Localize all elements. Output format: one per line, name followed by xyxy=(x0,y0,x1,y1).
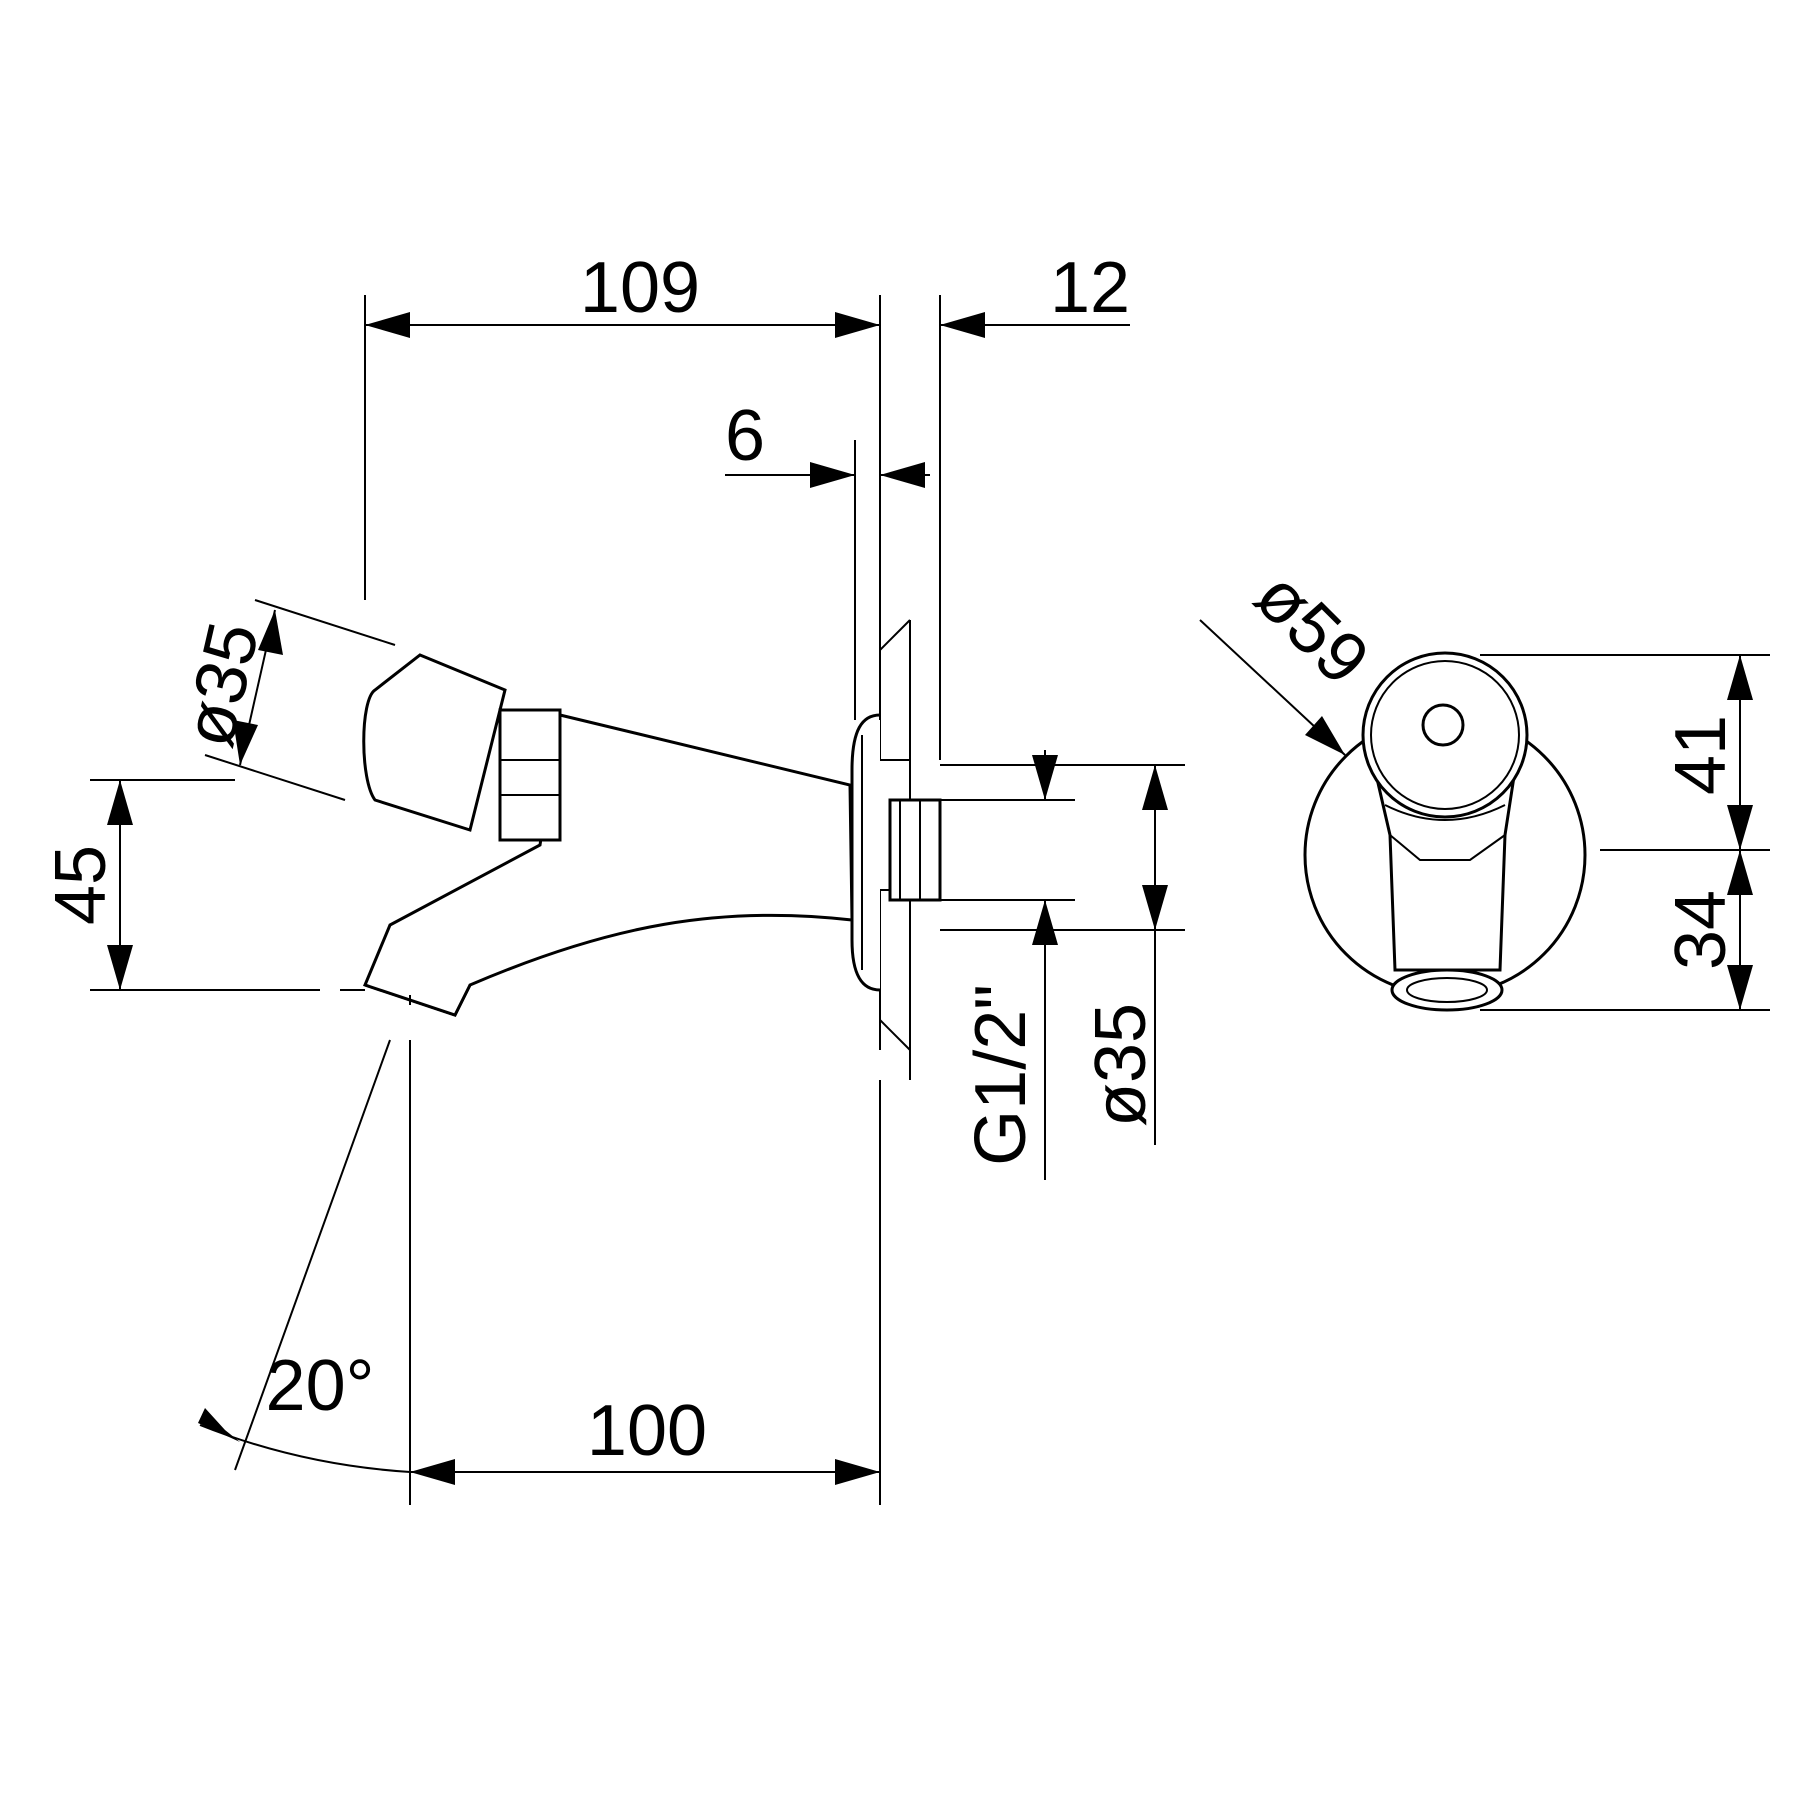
dim-label-angle: 20° xyxy=(266,1346,375,1426)
arrowhead xyxy=(1727,850,1753,895)
spray-inclined-line xyxy=(234,1039,391,1471)
dim-label-41: 41 xyxy=(1661,715,1741,795)
arrowhead xyxy=(1727,965,1753,1010)
dim-label-6: 6 xyxy=(725,396,765,476)
arrowhead xyxy=(107,780,133,825)
spout-tip xyxy=(364,983,472,1017)
push-button xyxy=(362,653,507,832)
arrowhead xyxy=(835,312,880,338)
arrowhead xyxy=(940,312,985,338)
spout-contour xyxy=(1389,834,1506,861)
arrowhead xyxy=(258,610,283,655)
dim-label-12: 12 xyxy=(1050,248,1130,328)
arrowhead xyxy=(198,1408,240,1442)
side-view: 109 12 6 ø35 45 G1/2 xyxy=(41,248,1185,1505)
angle-arc xyxy=(199,1424,411,1473)
front-view: ø59 41 34 xyxy=(1199,556,1770,1012)
dim-label-thread: G1/2" xyxy=(961,984,1041,1166)
push-button-ring xyxy=(1370,660,1520,810)
arrowhead xyxy=(1142,885,1168,930)
button-collar xyxy=(498,708,562,842)
arrowhead xyxy=(1727,655,1753,700)
dim-label-100: 100 xyxy=(587,1391,707,1471)
button-edge xyxy=(362,689,376,801)
dim-label-34: 34 xyxy=(1661,890,1741,970)
dim-label-109: 109 xyxy=(580,248,700,328)
arrowhead xyxy=(1032,900,1058,945)
thread-connector xyxy=(888,798,942,902)
arrowhead xyxy=(880,462,925,488)
dim-label-button-dia: ø35 xyxy=(169,615,275,754)
arrowhead xyxy=(107,945,133,990)
arrowhead xyxy=(233,720,258,765)
arrowhead xyxy=(365,312,410,338)
aerator xyxy=(1390,968,1504,1012)
arrowhead xyxy=(1032,755,1058,800)
dim-label-45: 45 xyxy=(41,845,121,925)
button-lower-edge xyxy=(1384,804,1506,821)
arrowhead xyxy=(835,1459,880,1485)
arrowhead xyxy=(410,1459,455,1485)
button-center-icon xyxy=(1421,703,1465,747)
dim-label-pipe-dia: ø35 xyxy=(1081,1003,1161,1127)
arrowhead xyxy=(1727,805,1753,850)
aerator-inner xyxy=(1406,977,1488,1003)
arrowhead xyxy=(1142,765,1168,810)
rosette xyxy=(850,713,881,992)
extension-line xyxy=(254,599,396,646)
arrowhead xyxy=(810,462,855,488)
arrowhead xyxy=(1305,716,1345,755)
extension-line xyxy=(204,754,346,801)
